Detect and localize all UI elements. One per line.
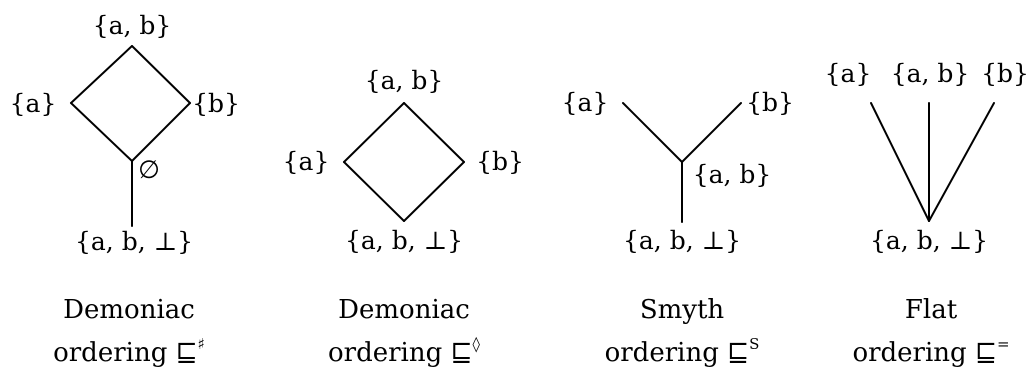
node-right: {b} [476, 147, 524, 176]
node-empty: ∅ [138, 155, 160, 184]
caption-name: Smyth [640, 295, 725, 325]
node-left: {a} [10, 89, 57, 118]
diagram-demoniac-sharp: {a, b} {a} {b} ∅ {a, b, ⊥} Demoniac orde… [10, 11, 240, 368]
caption-ordering-text: ordering [53, 338, 176, 368]
order-symbol: ⊑ [176, 338, 198, 368]
node-bottom: {a, b, ⊥} [623, 226, 741, 255]
order-superscript: ♯ [198, 335, 205, 353]
caption-name: Flat [905, 295, 958, 325]
caption-ordering: ordering ⊑♯ [53, 335, 205, 368]
edge-top-left [343, 102, 405, 163]
caption-ordering: ordering ⊑S [605, 335, 760, 368]
caption-ordering-text: ordering [852, 338, 975, 368]
node-bottom: {a, b, ⊥} [870, 226, 988, 255]
edge-right-mid [681, 102, 742, 163]
edge-left-mid [622, 102, 683, 163]
edge-left-bottom [343, 161, 405, 222]
edge-right-empty [131, 102, 191, 162]
caption-ordering-text: ordering [605, 338, 728, 368]
edge-top-left [70, 45, 133, 104]
order-symbol: ⊑ [451, 338, 473, 368]
order-superscript: ◊ [473, 335, 481, 353]
edge-top-right [403, 102, 465, 163]
caption-name: Demoniac [338, 295, 470, 325]
edge-left-empty [70, 102, 133, 162]
caption-ordering: ordering ⊑◊ [328, 335, 481, 368]
order-superscript: S [749, 335, 759, 353]
node-right: {b} [746, 88, 794, 117]
node-left: {a} [825, 59, 872, 88]
order-symbol: ⊑ [727, 338, 749, 368]
diagram-smyth: {a} {b} {a, b} {a, b, ⊥} Smyth ordering … [562, 88, 794, 368]
order-superscript: = [997, 335, 1010, 353]
diagram-flat: {a} {a, b} {b} {a, b, ⊥} Flat ordering ⊑… [825, 59, 1028, 368]
edge-right-bottom [928, 102, 995, 222]
diagram-demoniac-diamond: {a, b} {a} {b} {a, b, ⊥} Demoniac orderi… [283, 66, 524, 368]
node-middle: {a, b} [891, 59, 970, 88]
node-bottom: {a, b, ⊥} [345, 226, 463, 255]
node-bottom: {a, b, ⊥} [75, 227, 193, 256]
order-symbol: ⊑ [975, 338, 997, 368]
node-mid: {a, b} [693, 160, 772, 189]
node-top: {a, b} [365, 66, 444, 95]
caption-ordering-text: ordering [328, 338, 451, 368]
caption-ordering: ordering ⊑= [852, 335, 1009, 368]
node-right: {b} [981, 59, 1028, 88]
node-left: {a} [283, 147, 330, 176]
edge-right-bottom [403, 161, 465, 222]
node-right: {b} [192, 89, 240, 118]
edge-top-right [131, 45, 191, 104]
node-left: {a} [562, 88, 609, 117]
caption-name: Demoniac [63, 295, 195, 325]
edge-left-bottom [870, 102, 930, 222]
node-top: {a, b} [93, 11, 172, 40]
